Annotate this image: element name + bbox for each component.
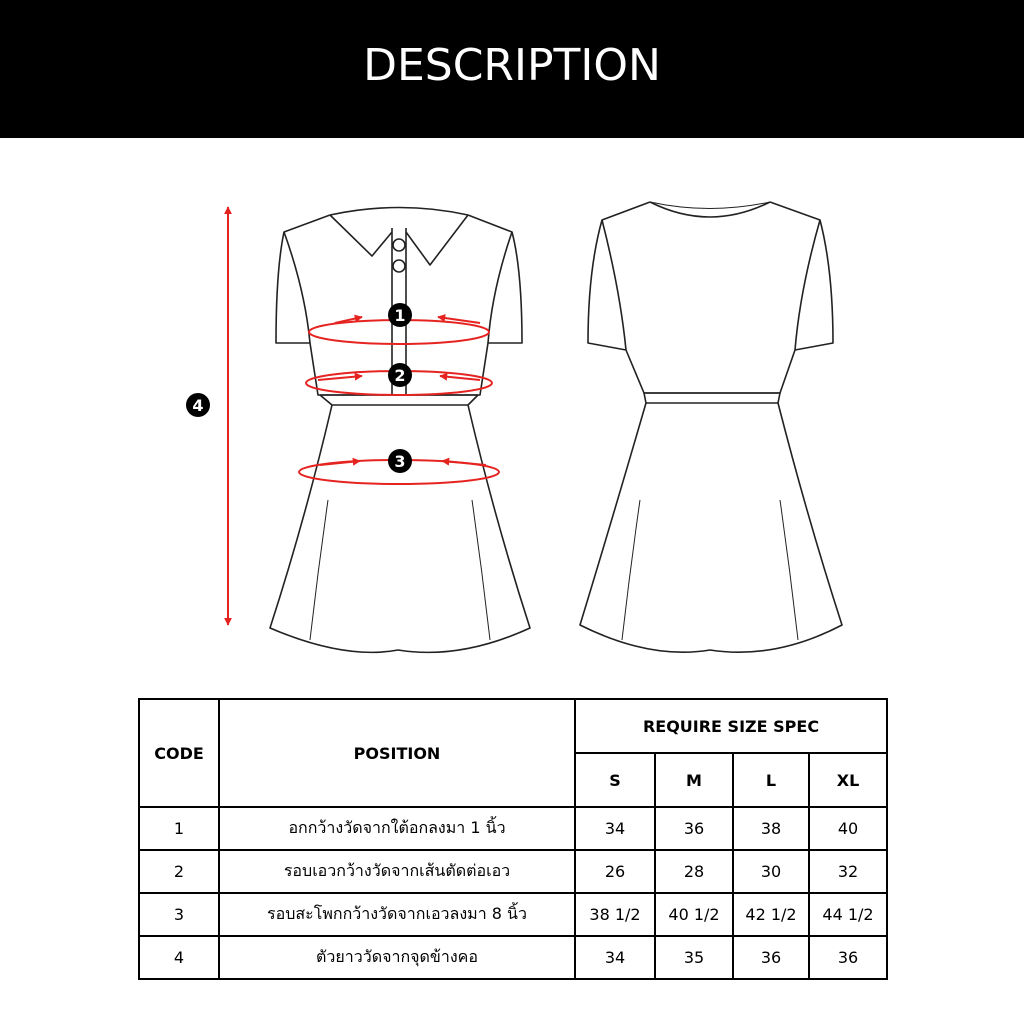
row-code: 4 bbox=[138, 935, 220, 980]
table-row: 2 รอบเอวกว้างวัดจากเส้นตัดต่อเอว 26 28 3… bbox=[138, 849, 888, 894]
position-header: POSITION bbox=[218, 698, 576, 808]
size-header-l: L bbox=[732, 752, 810, 808]
size-header-m: M bbox=[654, 752, 734, 808]
row-code: 2 bbox=[138, 849, 220, 894]
row-value: 36 bbox=[732, 935, 810, 980]
code-header: CODE bbox=[138, 698, 220, 808]
size-header-s: S bbox=[574, 752, 656, 808]
marker-3: 3 bbox=[388, 449, 412, 473]
row-value: 28 bbox=[654, 849, 734, 894]
header-banner: DESCRIPTION bbox=[0, 0, 1024, 138]
row-value: 38 1/2 bbox=[574, 892, 656, 937]
row-value: 40 1/2 bbox=[654, 892, 734, 937]
row-value: 30 bbox=[732, 849, 810, 894]
measure-arrows bbox=[317, 314, 487, 466]
marker-2: 2 bbox=[388, 363, 412, 387]
row-value: 36 bbox=[808, 935, 888, 980]
row-value: 36 bbox=[654, 806, 734, 851]
size-header-xl: XL bbox=[808, 752, 888, 808]
row-position: รอบเอวกว้างวัดจากเส้นตัดต่อเอว bbox=[218, 849, 576, 894]
dress-illustration: 1 2 3 4 bbox=[186, 201, 843, 654]
row-position: รอบสะโพกกว้างวัดจากเอวลงมา 8 นิ้ว bbox=[218, 892, 576, 937]
table-row: 3 รอบสะโพกกว้างวัดจากเอวลงมา 8 นิ้ว 38 1… bbox=[138, 892, 888, 937]
page-title: DESCRIPTION bbox=[363, 39, 661, 91]
row-position: ตัวยาววัดจากจุดข้างคอ bbox=[218, 935, 576, 980]
svg-text:1: 1 bbox=[394, 306, 405, 325]
row-value: 26 bbox=[574, 849, 656, 894]
row-value: 44 1/2 bbox=[808, 892, 888, 937]
svg-text:3: 3 bbox=[394, 452, 405, 471]
table-row: 4 ตัวยาววัดจากจุดข้างคอ 34 35 36 36 bbox=[138, 935, 888, 980]
marker-4: 4 bbox=[186, 393, 210, 417]
row-code: 3 bbox=[138, 892, 220, 937]
row-code: 1 bbox=[138, 806, 220, 851]
row-value: 35 bbox=[654, 935, 734, 980]
svg-text:4: 4 bbox=[192, 396, 203, 415]
row-value: 42 1/2 bbox=[732, 892, 810, 937]
table-row: 1 อกกว้างวัดจากใต้อกลงมา 1 นิ้ว 34 36 38… bbox=[138, 806, 888, 851]
row-value: 40 bbox=[808, 806, 888, 851]
size-spec-table: CODE POSITION REQUIRE SIZE SPEC S M L XL… bbox=[138, 698, 888, 980]
marker-1: 1 bbox=[388, 303, 412, 327]
back-dress-outline bbox=[579, 201, 843, 653]
row-value: 34 bbox=[574, 935, 656, 980]
svg-text:2: 2 bbox=[394, 366, 405, 385]
row-position: อกกว้างวัดจากใต้อกลงมา 1 นิ้ว bbox=[218, 806, 576, 851]
row-value: 32 bbox=[808, 849, 888, 894]
row-value: 38 bbox=[732, 806, 810, 851]
front-dress-outline bbox=[269, 206, 531, 654]
row-value: 34 bbox=[574, 806, 656, 851]
spec-header: REQUIRE SIZE SPEC bbox=[574, 698, 888, 754]
